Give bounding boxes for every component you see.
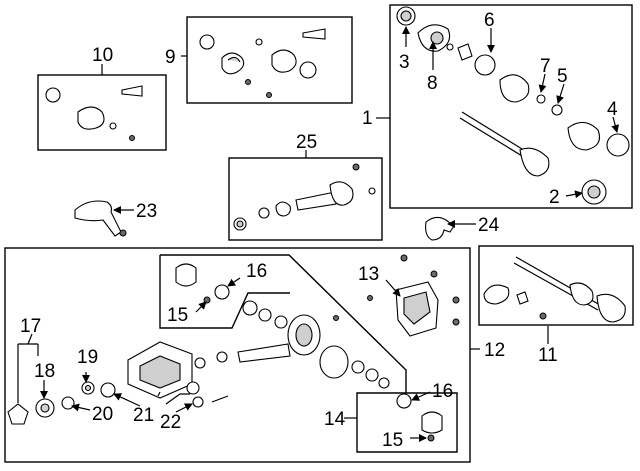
- callout-10: 10: [92, 45, 113, 66]
- callout-16a: 16: [246, 261, 267, 282]
- boot-kit-10-parts: [45, 85, 143, 141]
- callout-25: 25: [296, 132, 317, 153]
- callout-18: 18: [34, 361, 55, 382]
- frame-9: [186, 16, 353, 104]
- callout-23: 23: [136, 201, 157, 222]
- callout-3: 3: [399, 52, 410, 73]
- bracket-24: [425, 216, 455, 241]
- callout-labels: 3 8 6 7 5 4 2 1 9 10 25 23 24 11 12 13 1…: [20, 10, 618, 451]
- bracket-23: [74, 200, 122, 237]
- callout-21: 21: [133, 405, 154, 426]
- callout-16b: 16: [432, 381, 453, 402]
- callout-5: 5: [557, 66, 568, 87]
- callout-1: 1: [362, 108, 373, 129]
- callout-8: 8: [427, 73, 438, 94]
- callout-13: 13: [358, 264, 379, 285]
- callout-14: 14: [324, 409, 346, 430]
- frame-1: [389, 4, 633, 209]
- callout-19: 19: [77, 347, 98, 368]
- callout-15a: 15: [167, 305, 188, 326]
- callout-11: 11: [538, 345, 558, 366]
- frame-12: [4, 247, 471, 463]
- callout-17: 17: [20, 316, 41, 337]
- callout-24: 24: [478, 215, 500, 236]
- callout-6: 6: [484, 10, 495, 31]
- differential-12-parts: [7, 254, 460, 442]
- callout-2: 2: [549, 187, 560, 208]
- axle-shaft-11-parts: [483, 256, 626, 323]
- callout-12: 12: [484, 340, 505, 361]
- frame-11: [478, 245, 634, 326]
- callout-15b: 15: [382, 430, 403, 451]
- callout-4: 4: [607, 99, 618, 120]
- callout-22: 22: [160, 412, 181, 433]
- drive-shaft-1-parts: [396, 6, 630, 205]
- callout-9: 9: [165, 47, 176, 68]
- boot-kit-9-parts: [199, 28, 326, 98]
- leader-lines: [17, 26, 620, 442]
- bracket-23-bolt: [119, 229, 127, 237]
- propeller-shaft-25-parts: [233, 163, 376, 231]
- frame-14-outline: [159, 254, 458, 453]
- callout-7: 7: [540, 56, 551, 77]
- callout-20: 20: [92, 404, 113, 425]
